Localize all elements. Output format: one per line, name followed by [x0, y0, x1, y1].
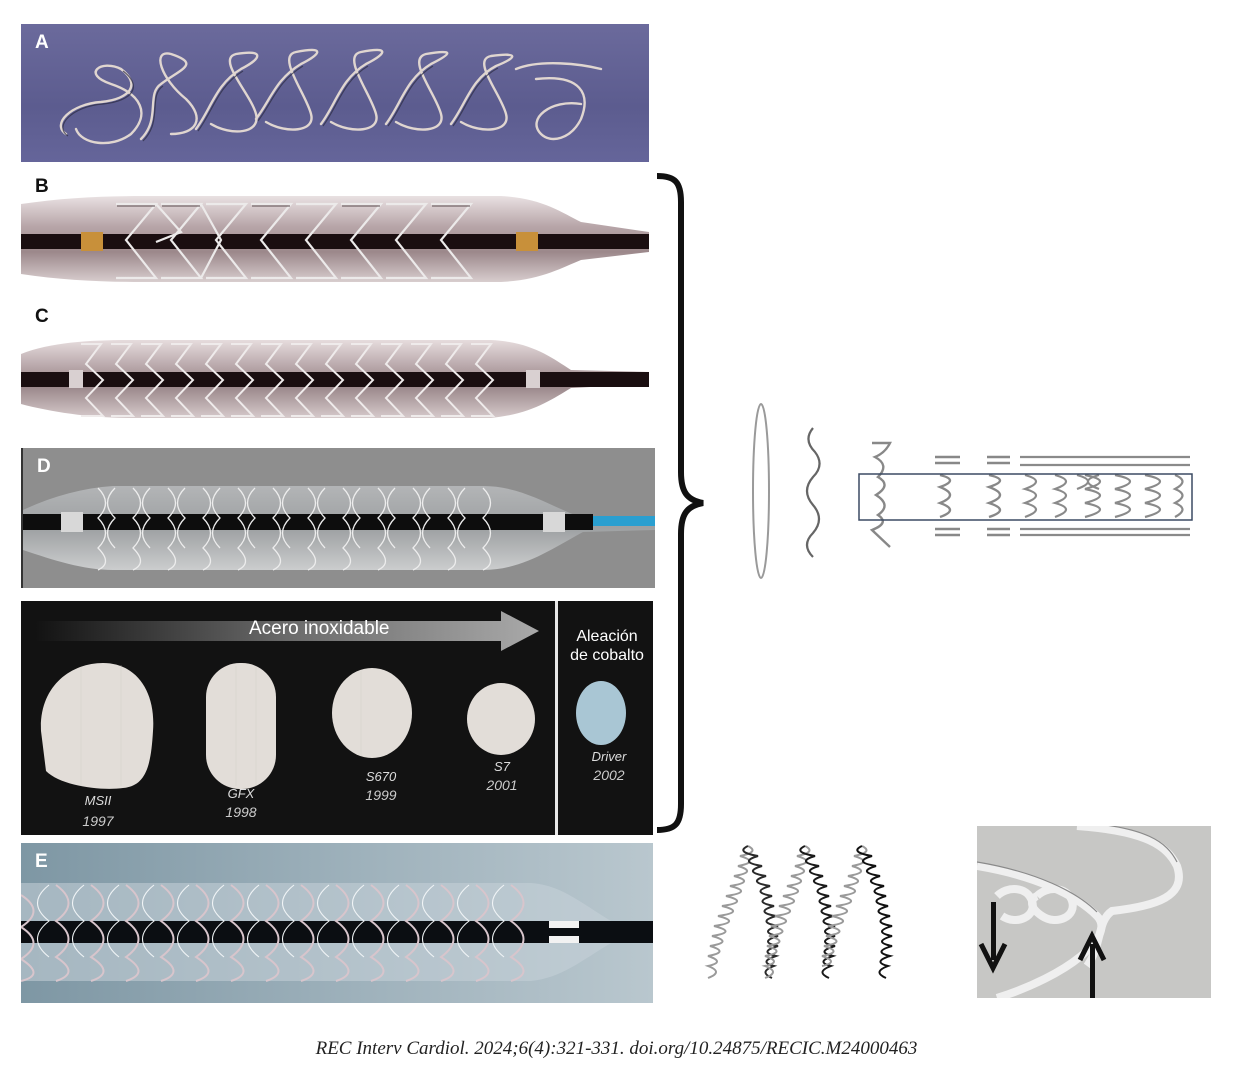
strut-name-driver: Driver	[591, 749, 627, 764]
panel-b-balloon-stent: B	[21, 172, 649, 294]
cobalt-label-line1: Aleación	[576, 628, 638, 645]
panel-label-d: D	[37, 456, 51, 477]
cobalt-label-line2: de cobalto	[570, 647, 644, 664]
panel-d-balloon-stent: D	[21, 448, 655, 588]
panel-label-b: B	[35, 176, 49, 197]
strut-year-s7: 2001	[486, 777, 518, 793]
strut-name-gfx: GFX	[227, 786, 255, 801]
thin-strut-stent-illustration	[21, 883, 653, 982]
strut-year-driver: 2002	[593, 767, 625, 783]
cobalt-alloy-label: Aleación de cobalto	[561, 627, 653, 665]
panel-e-thin-strut-stent: E	[21, 843, 653, 1003]
panel-a-coil-stent: A	[21, 24, 649, 162]
balloon-stent-b-illustration	[21, 196, 649, 282]
steel-arrow-label: Acero inoxidable	[249, 618, 390, 639]
strut-closeup-illustration	[977, 826, 1183, 998]
coil-stent-illustration	[59, 48, 603, 145]
curly-brace-icon	[656, 173, 704, 833]
up-arrow-icon	[1077, 930, 1107, 998]
panel-label-e: E	[35, 851, 48, 872]
arrow-icon	[35, 611, 626, 789]
helical-springs-illustration	[704, 845, 894, 979]
balloon-stent-c-illustration	[21, 340, 649, 418]
strut-name-msii: MSII	[84, 793, 112, 808]
strut-year-s670: 1999	[365, 787, 397, 803]
panel-strut-thickness-comparison: Acero inoxidable Aleación de cobalto MSI…	[21, 601, 653, 835]
strut-connection-closeup	[977, 826, 1211, 998]
strut-year-msii: 1997	[82, 813, 114, 829]
panel-label-c: C	[35, 306, 49, 327]
strut-name-s670: S670	[365, 769, 397, 784]
material-divider	[555, 601, 558, 835]
figure-citation: REC Interv Cardiol. 2024;6(4):321-331. d…	[315, 1038, 918, 1059]
down-arrow-icon	[978, 902, 1008, 974]
strut-name-s7: S7	[494, 759, 510, 774]
panel-c-balloon-stent: C	[21, 302, 649, 438]
strut-year-gfx: 1998	[225, 804, 257, 820]
stent-assembly-schematic	[752, 403, 1193, 579]
balloon-stent-d-illustration	[23, 486, 655, 571]
panel-label-a: A	[35, 32, 49, 53]
